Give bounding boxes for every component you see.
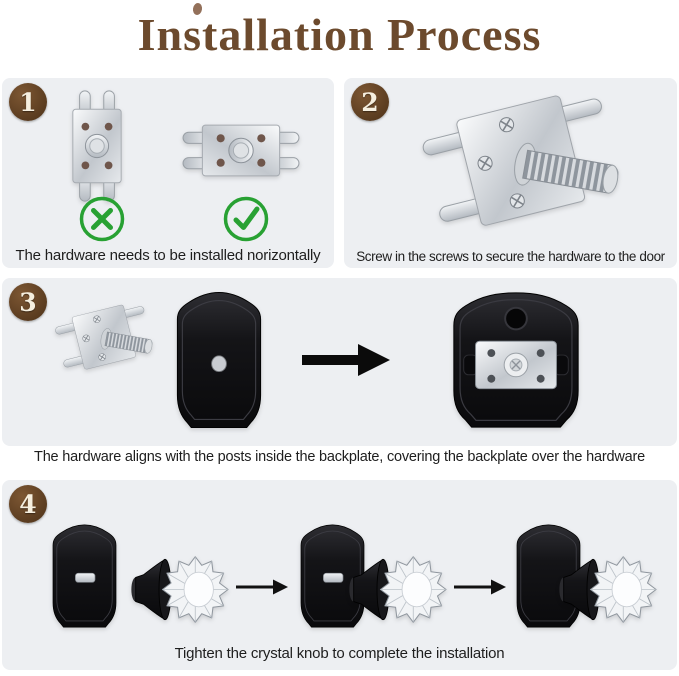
backplate-with-spindle-image-1 [52,524,117,628]
arrow-right-icon [236,579,288,595]
arrow-right-icon [302,344,390,376]
hardware-small-image [52,302,155,375]
step-2-number-badge: 2 [351,83,389,121]
backplate-with-spindle-image-2 [300,524,365,628]
page-title: Installation Process [137,9,542,60]
arrow-right-icon [454,579,506,595]
step-4-panel: 4 Tighten the crystal [2,480,677,670]
crystal-knob-image-2 [348,556,447,623]
step-2-panel: 2 Screw in the screws to secure the hard… [344,78,677,268]
hardware-with-screws-image [417,90,624,237]
step-2-number: 2 [361,87,379,117]
correct-checkmark-icon [223,196,269,242]
wrong-circle-x-icon [79,196,125,242]
step-1-number: 1 [19,87,37,117]
backplate-rear-with-hardware-image [452,291,580,429]
crystal-knob-image-1 [130,556,229,623]
step-2-caption: Screw in the screws to secure the hardwa… [356,249,665,264]
step-3-panel: 3 [2,278,677,446]
step-1-panel: 1 The hardware needs to be installed nor… [2,78,334,268]
step-4-number-badge: 4 [9,485,47,523]
step-4-caption: Tighten the crystal knob to complete the… [174,645,505,662]
backplate-front-image [176,291,262,429]
crystal-knob-attached-image [558,556,657,623]
step-3-number-badge: 3 [9,283,47,321]
hardware-plate-vertical-image [72,90,122,202]
header: Installation Process [0,0,679,76]
step-1-caption: The hardware needs to be installed noriz… [15,247,321,264]
step-1-number-badge: 1 [9,83,47,121]
step-4-number: 4 [19,489,37,519]
hardware-plate-horizontal-image [182,124,300,177]
step-3-number: 3 [19,287,37,317]
step-3-caption: The hardware aligns with the posts insid… [0,449,679,465]
